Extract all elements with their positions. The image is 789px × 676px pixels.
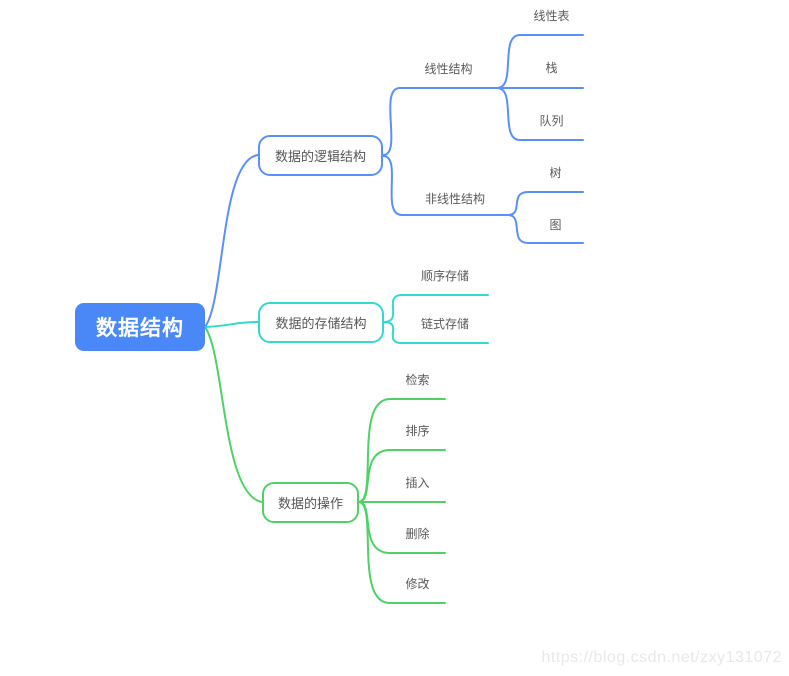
edge-linear-to-queue <box>496 87 584 141</box>
topic-tree[interactable]: 树 <box>549 166 562 180</box>
edge-operations-to-modify <box>358 501 446 604</box>
topic-delete[interactable]: 删除 <box>405 527 430 541</box>
topic-linear-structure[interactable]: 线性结构 <box>424 62 473 76</box>
topic-modify[interactable]: 修改 <box>405 577 430 591</box>
topic-linked-storage[interactable]: 链式存储 <box>420 317 469 331</box>
topic-sequential-storage[interactable]: 顺序存储 <box>420 269 469 283</box>
edge-storage-to-sequential <box>383 294 489 323</box>
topic-sort[interactable]: 排序 <box>405 424 430 438</box>
topic-graph[interactable]: 图 <box>549 218 562 232</box>
root-node-data-structure[interactable]: 数据结构 <box>75 303 205 351</box>
topic-search[interactable]: 检索 <box>405 373 430 387</box>
edge-logical-to-linear <box>382 87 498 156</box>
edge-root-to-operations <box>204 326 263 503</box>
branch-node-storage-structure[interactable]: 数据的存储结构 <box>258 302 384 343</box>
topic-linear-list[interactable]: 线性表 <box>533 9 570 23</box>
topic-nonlinear-structure[interactable]: 非线性结构 <box>424 192 485 206</box>
edge-nonlinear-to-graph <box>507 214 584 244</box>
branch-node-logical-structure[interactable]: 数据的逻辑结构 <box>258 135 383 176</box>
edge-logical-to-nonlinear <box>382 155 509 216</box>
edge-operations-to-sort <box>358 449 446 503</box>
edge-storage-to-linked <box>383 321 489 344</box>
topic-queue[interactable]: 队列 <box>539 114 564 128</box>
branch-node-data-operations[interactable]: 数据的操作 <box>262 482 359 523</box>
edge-linear-to-linear-list <box>496 34 584 89</box>
watermark-url: https://blog.csdn.net/zxy131072 <box>541 649 782 666</box>
edge-root-to-storage <box>204 321 259 328</box>
edge-nonlinear-to-tree <box>507 191 584 216</box>
edge-root-to-logical <box>204 154 259 328</box>
topic-insert[interactable]: 插入 <box>405 476 430 490</box>
topic-stack[interactable]: 栈 <box>545 61 558 75</box>
